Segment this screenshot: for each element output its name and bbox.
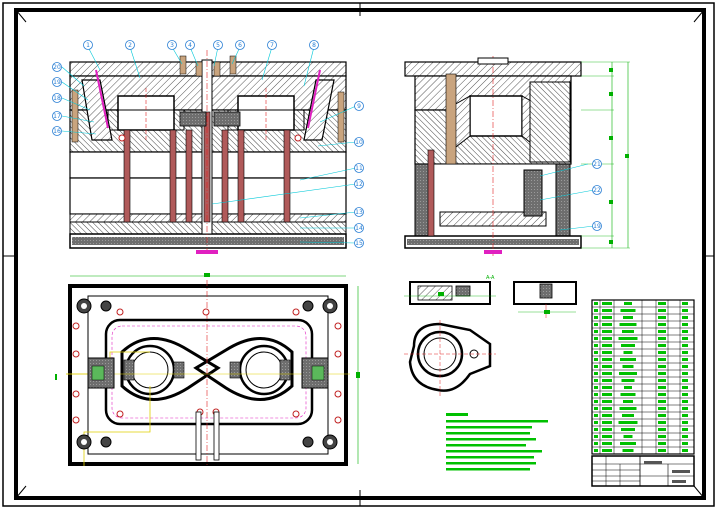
svg-text:16: 16 [53, 128, 61, 135]
balloon-1: 1 [83, 40, 93, 50]
section-label: A-A [486, 275, 495, 281]
front-section-view [69, 50, 347, 256]
balloon-10: 10 [354, 137, 364, 147]
balloon-5: 5 [213, 40, 223, 50]
balloon-22: 22 [592, 185, 602, 195]
svg-text:7: 7 [270, 42, 274, 49]
balloon-13: 13 [354, 207, 364, 217]
svg-text:12: 12 [355, 181, 363, 188]
balloon-14: 14 [354, 223, 364, 233]
balloon-15: 15 [354, 238, 364, 248]
svg-text:13: 13 [355, 209, 363, 216]
balloon-19-side: 19 [592, 221, 602, 231]
svg-text:19: 19 [53, 79, 61, 86]
balloon-17: 17 [52, 111, 62, 121]
balloon-16: 16 [52, 126, 62, 136]
svg-text:8: 8 [312, 42, 316, 49]
svg-text:14: 14 [355, 225, 363, 232]
balloon-4: 4 [185, 40, 195, 50]
svg-text:15: 15 [355, 240, 363, 247]
svg-text:2: 2 [128, 42, 132, 49]
svg-text:6: 6 [238, 42, 242, 49]
balloon-8: 8 [309, 40, 319, 50]
balloon-21: 21 [592, 159, 602, 169]
svg-text:18: 18 [53, 95, 61, 102]
title-block [591, 455, 695, 487]
balloon-20: 20 [52, 62, 62, 72]
bill-of-materials [591, 299, 695, 455]
svg-text:3: 3 [170, 42, 174, 49]
balloon-7: 7 [267, 40, 277, 50]
detail-views: A-A [404, 275, 577, 396]
balloon-2: 2 [125, 40, 135, 50]
balloon-19: 19 [52, 77, 62, 87]
balloon-9: 9 [354, 101, 364, 111]
balloon-12: 12 [354, 179, 364, 189]
svg-text:1: 1 [86, 42, 90, 49]
svg-text:11: 11 [355, 165, 363, 172]
balloon-3: 3 [167, 40, 177, 50]
balloon-11: 11 [354, 163, 364, 173]
front-view-callouts: 1 2 3 4 5 6 7 8 9 10 11 12 13 14 15 16 1… [52, 40, 364, 248]
svg-text:22: 22 [593, 187, 601, 194]
svg-text:4: 4 [188, 42, 192, 49]
svg-text:9: 9 [357, 103, 361, 110]
svg-text:21: 21 [593, 161, 601, 168]
balloon-18: 18 [52, 93, 62, 103]
svg-text:17: 17 [53, 113, 61, 120]
technical-notes [446, 413, 548, 471]
side-section-view [404, 56, 630, 256]
balloon-6: 6 [235, 40, 245, 50]
svg-text:10: 10 [355, 139, 363, 146]
svg-text:20: 20 [53, 64, 61, 71]
side-view-callouts: 21 22 19 [592, 159, 602, 231]
svg-text:19: 19 [593, 223, 601, 230]
plan-view [55, 273, 360, 466]
svg-text:5: 5 [216, 42, 220, 49]
